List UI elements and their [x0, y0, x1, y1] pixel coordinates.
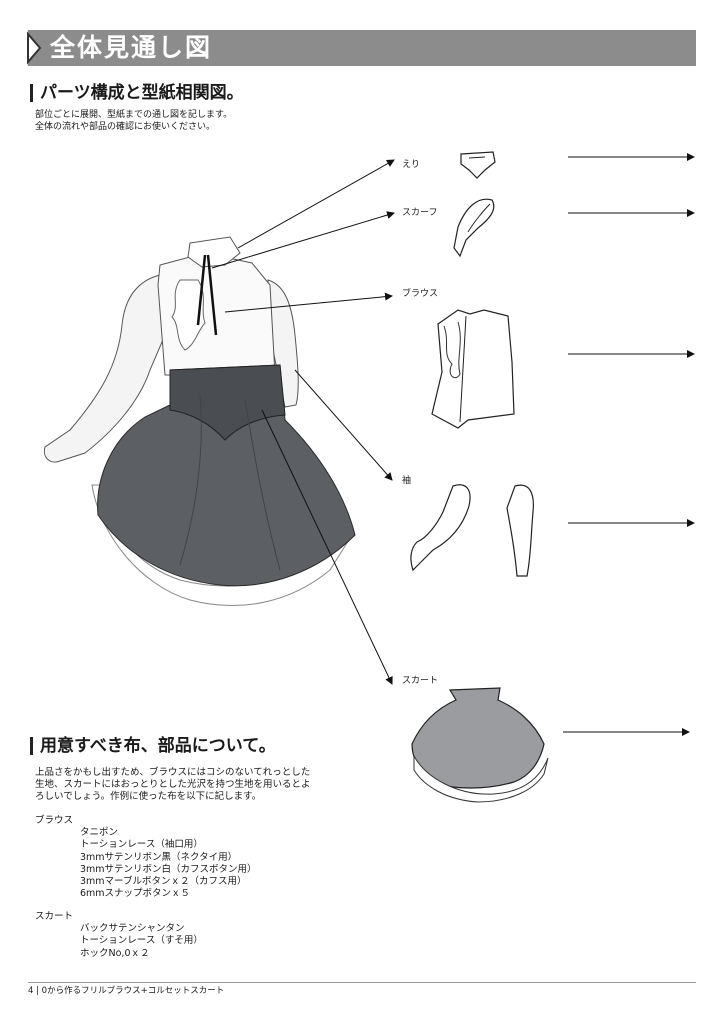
- collar-drawing: [460, 151, 496, 179]
- blouse-drawing: [431, 309, 515, 429]
- part-label-blouse: ブラウス: [402, 289, 439, 299]
- part-label-skirt: スカート: [402, 676, 439, 686]
- section1-heading: パーツ構成と型紙相関図。: [40, 83, 244, 103]
- list-item: タニポン: [80, 827, 119, 838]
- sleeve-drawing: [410, 484, 534, 577]
- arrow-skirt: [261, 409, 393, 685]
- section-marker: [30, 737, 33, 755]
- list-item: ホックNo,0ｘ２: [80, 947, 150, 959]
- title-bar: [28, 30, 696, 66]
- arrow-blouse: [224, 292, 393, 313]
- list-item: 3mmサテンリボン白（カフスボタン用）: [80, 863, 257, 875]
- list-item: 3mmマーブルボタンｘ２（カフス用）: [80, 876, 247, 888]
- list-item: バックサテンシャンタン: [80, 923, 185, 934]
- page-footer: 4 | 0から作るフリルブラウス+コルセットスカート: [28, 986, 225, 996]
- part-label-sleeve: 袖: [402, 476, 412, 486]
- title-chevron-icon: [27, 31, 42, 65]
- dress-illustration: [43, 236, 356, 606]
- list-item: 6mmスナップボタンｘ５: [80, 888, 191, 900]
- part-label-collar: えり: [402, 160, 421, 170]
- section1-desc-line1: 部位ごとに展開、型紙までの通し図を記します。: [35, 110, 233, 120]
- section-marker: [30, 84, 33, 102]
- list-item: 3mmサテンリボン黒（ネクタイ用）: [80, 851, 238, 863]
- section2-intro-line2: 生地、スカートにはおっとりとした光沢を持つ生地を用いるとよ: [35, 779, 311, 790]
- list-item: トーションレース（すそ用）: [80, 935, 203, 947]
- blouse-materials-list: タニポン トーションレース（袖口用） 3mmサテンリボン黒（ネクタイ用） 3mm…: [80, 827, 257, 901]
- arrow-collar: [237, 159, 395, 249]
- skirt-drawing: [411, 687, 549, 803]
- section2-intro-line3: ろしいでしょう。作例に使った布を以下に記します。: [35, 791, 262, 802]
- list-item: トーションレース（袖口用）: [80, 839, 203, 851]
- page-title: 全体見通し図: [50, 33, 213, 62]
- section2-intro-line1: 上品さをかもし出すため、ブラウスにはコシのないてれっとした: [35, 767, 311, 778]
- blouse-materials-label: ブラウス: [35, 815, 74, 826]
- arrow-scarf: [211, 211, 395, 269]
- skirt-materials-label: スカート: [35, 911, 74, 922]
- skirt-materials-list: バックサテンシャンタン トーションレース（すそ用） ホックNo,0ｘ２: [80, 923, 203, 960]
- section2-heading: 用意すべき布、部品について。: [40, 736, 276, 756]
- footer-divider: [28, 982, 696, 983]
- section1-desc-line2: 全体の流れや部品の確認にお使いください。: [35, 122, 216, 132]
- arrow-sleeve: [294, 369, 393, 481]
- scarf-drawing: [453, 198, 495, 258]
- part-label-scarf: スカーフ: [402, 208, 438, 218]
